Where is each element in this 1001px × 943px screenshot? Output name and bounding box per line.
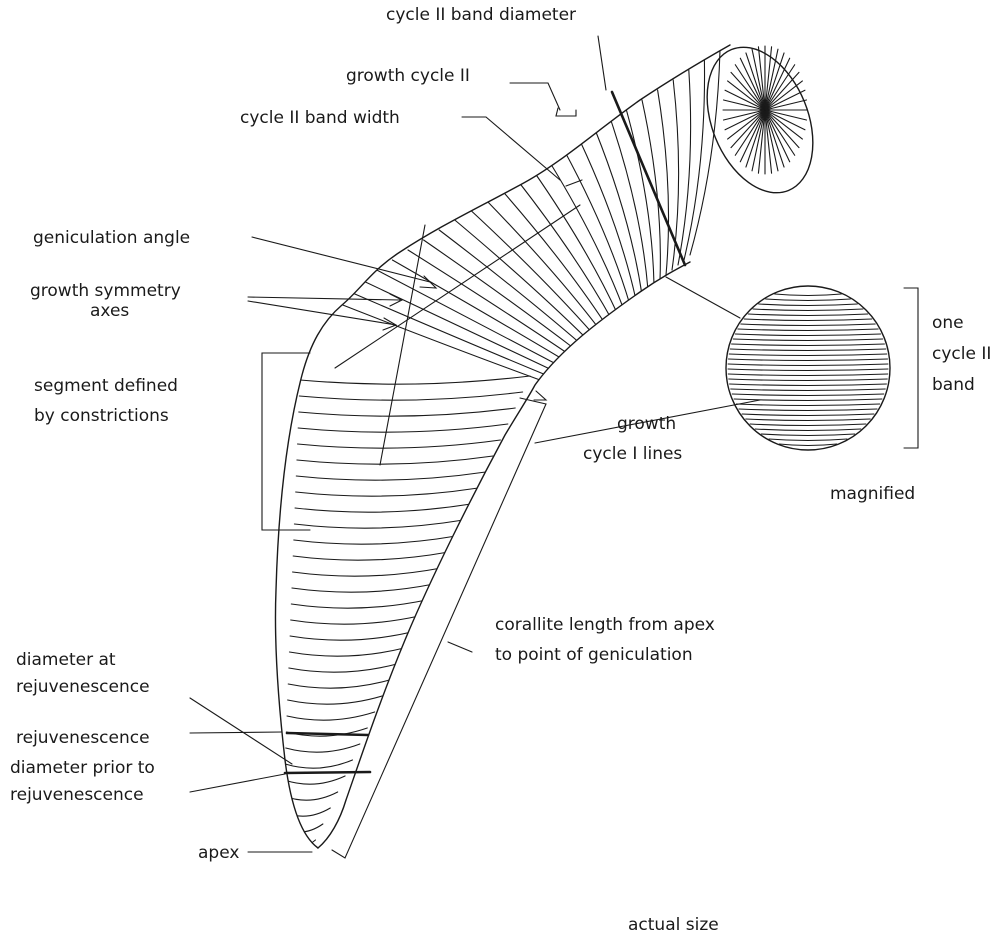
band-ring bbox=[300, 376, 530, 384]
label-growth: growth bbox=[617, 414, 676, 434]
label-cycle-ii: cycle II bbox=[932, 344, 991, 364]
band-ring bbox=[291, 600, 426, 608]
label-diameter-prior: diameter prior to bbox=[10, 758, 155, 778]
band-ring bbox=[285, 760, 352, 768]
label-length-line2: to point of geniculation bbox=[495, 645, 693, 665]
band-ring bbox=[502, 190, 606, 325]
label-geniculation-angle: geniculation angle bbox=[33, 228, 190, 248]
band-ring bbox=[288, 680, 389, 688]
band-ring bbox=[296, 472, 485, 480]
band-ring bbox=[290, 632, 412, 640]
label-diameter-at-rejuv: rejuvenescence bbox=[16, 677, 150, 697]
label-rejuvenescence: rejuvenescence bbox=[16, 728, 150, 748]
band-ring bbox=[292, 584, 434, 592]
band-ring bbox=[330, 300, 540, 380]
diagram-labels: cycle II band diameter growth cycle II c… bbox=[10, 5, 991, 935]
band-ring bbox=[298, 440, 501, 448]
band-ring bbox=[286, 744, 360, 752]
band-ring bbox=[346, 290, 546, 375]
label-segment-line2: by constrictions bbox=[34, 406, 169, 426]
band-ring bbox=[298, 424, 508, 432]
band-ring bbox=[377, 270, 558, 365]
calice-radial-septa bbox=[723, 46, 807, 174]
label-cycle-band-diameter: cycle II band diameter bbox=[386, 5, 576, 25]
label-cycle-band-width: cycle II band width bbox=[240, 108, 400, 128]
band-ring bbox=[288, 696, 382, 704]
band-ring bbox=[678, 70, 691, 265]
band-ring bbox=[294, 520, 463, 528]
label-band: band bbox=[932, 375, 975, 395]
band-ring bbox=[293, 552, 448, 560]
band-ring bbox=[548, 160, 624, 310]
band-ring bbox=[285, 776, 346, 784]
label-apex: apex bbox=[198, 843, 239, 863]
band-ring bbox=[294, 536, 456, 544]
band-ring bbox=[293, 568, 442, 576]
band-ring bbox=[287, 712, 375, 720]
band-ring bbox=[658, 90, 669, 275]
label-axes: axes bbox=[90, 301, 129, 321]
band-ring bbox=[283, 808, 330, 816]
band-ring bbox=[296, 488, 479, 496]
band-ring bbox=[291, 616, 419, 624]
label-magnified: magnified bbox=[830, 484, 915, 504]
band-ring bbox=[289, 664, 397, 672]
label-segment-line1: segment defined bbox=[34, 376, 178, 396]
band-ring bbox=[295, 504, 471, 512]
band-ring bbox=[299, 392, 522, 400]
label-growth-cycle: growth cycle II bbox=[346, 66, 470, 86]
band-ring bbox=[297, 456, 493, 464]
label-diameter-prior-rejuv: rejuvenescence bbox=[10, 785, 144, 805]
band-ring bbox=[439, 230, 582, 345]
label-length-line1: corallite length from apex bbox=[495, 615, 715, 635]
magnified-band-view bbox=[726, 286, 918, 450]
label-cycle-i-lines: cycle I lines bbox=[583, 444, 682, 464]
label-growth-symmetry: growth symmetry bbox=[30, 281, 181, 301]
band-ring bbox=[564, 150, 630, 305]
band-ring bbox=[684, 60, 705, 260]
band-ring bbox=[299, 408, 515, 416]
label-actual-size: actual size bbox=[628, 915, 719, 935]
band-ring bbox=[289, 648, 404, 656]
label-diameter-at: diameter at bbox=[16, 650, 116, 670]
label-one: one bbox=[932, 313, 964, 333]
